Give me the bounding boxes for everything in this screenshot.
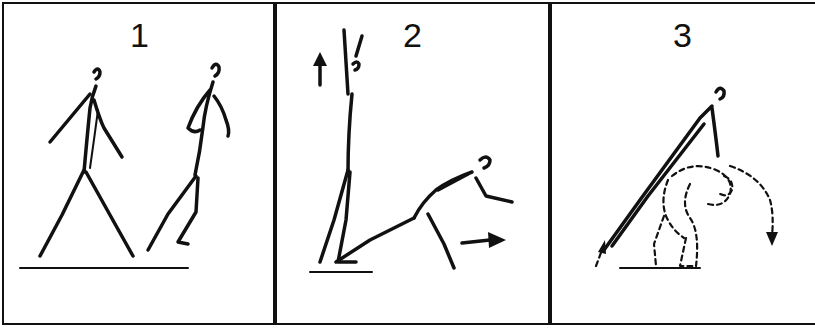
ground-line: [310, 271, 372, 273]
bending-figure: [604, 88, 724, 250]
stretching-figure: [320, 30, 362, 262]
lunging-figure: [336, 157, 512, 268]
rolling-figure-outline: [654, 166, 732, 266]
up-arrow: [313, 52, 327, 85]
panel-frame: 3: [548, 2, 815, 325]
push-arrow: [596, 240, 606, 266]
panel-number: 3: [550, 18, 815, 52]
panel-frame: 2: [273, 2, 552, 325]
running-figure: [148, 64, 229, 250]
panel-number: 2: [275, 18, 550, 52]
roll-arrow: [730, 166, 778, 246]
ground-line: [20, 267, 188, 269]
panel-number: 1: [4, 18, 275, 52]
panel-frame: 1: [2, 2, 277, 325]
walking-figure: [40, 69, 133, 256]
right-arrow: [462, 232, 506, 248]
ground-line: [620, 267, 700, 269]
